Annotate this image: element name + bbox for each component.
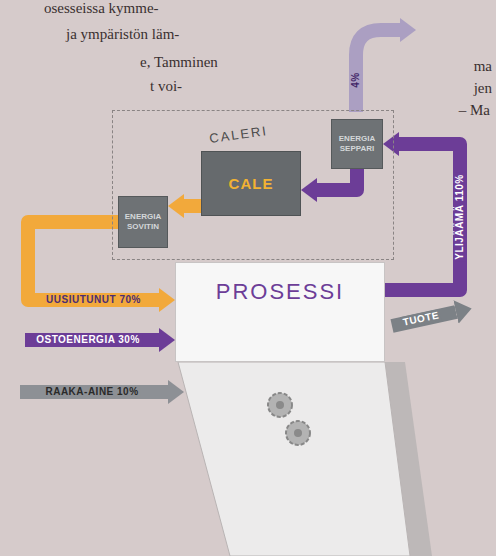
article-text: t voi- (150, 78, 182, 95)
gear-hub (294, 429, 302, 437)
article-text: osesseissa kymme- (44, 0, 159, 17)
node-label: ENERGIA SEPPARI (335, 134, 379, 154)
purchase-arrow (25, 333, 159, 347)
surplus-flow (385, 144, 460, 290)
flow-label: TUOTE (400, 309, 442, 329)
flow-label: OSTOENERGIA 30% (34, 334, 142, 346)
loss-arrow (356, 30, 400, 112)
article-text: ja ympäristön läm- (66, 26, 179, 43)
article-text: e, Tamminen (140, 54, 218, 71)
flow-label: RAAKA-AINE 10% (43, 386, 140, 398)
cale-box: CALE (201, 151, 301, 216)
flow-label: YLIJÄÄMÄ 110% (454, 172, 466, 261)
article-text: ma (474, 58, 492, 75)
raw-material-arrow (20, 385, 168, 399)
flow-percent: 4% (350, 70, 362, 89)
flow-label: UUSIUTUNUT 70% (44, 294, 143, 306)
separator-box: ENERGIA SEPPARI (331, 119, 383, 169)
renewed-flow (184, 199, 201, 213)
energy-flow (317, 169, 357, 190)
node-label: PROSESSI (216, 279, 344, 305)
adapter-box: ENERGIA SOVITIN (118, 196, 168, 248)
system-boundary: CALERI ENERGIA SOVITIN CALE ENERGIA SEPPARI (112, 110, 394, 260)
process-box: PROSESSI (175, 262, 385, 362)
node-label: CALERI (208, 123, 268, 146)
node-label: ENERGIA SOVITIN (122, 212, 164, 232)
article-text: – Ma (459, 102, 490, 119)
gear (286, 421, 310, 445)
gear-hub (276, 401, 284, 409)
node-label: CALE (229, 175, 274, 192)
process-chute (178, 362, 410, 556)
gear (268, 393, 292, 417)
article-text: jen (474, 80, 492, 97)
